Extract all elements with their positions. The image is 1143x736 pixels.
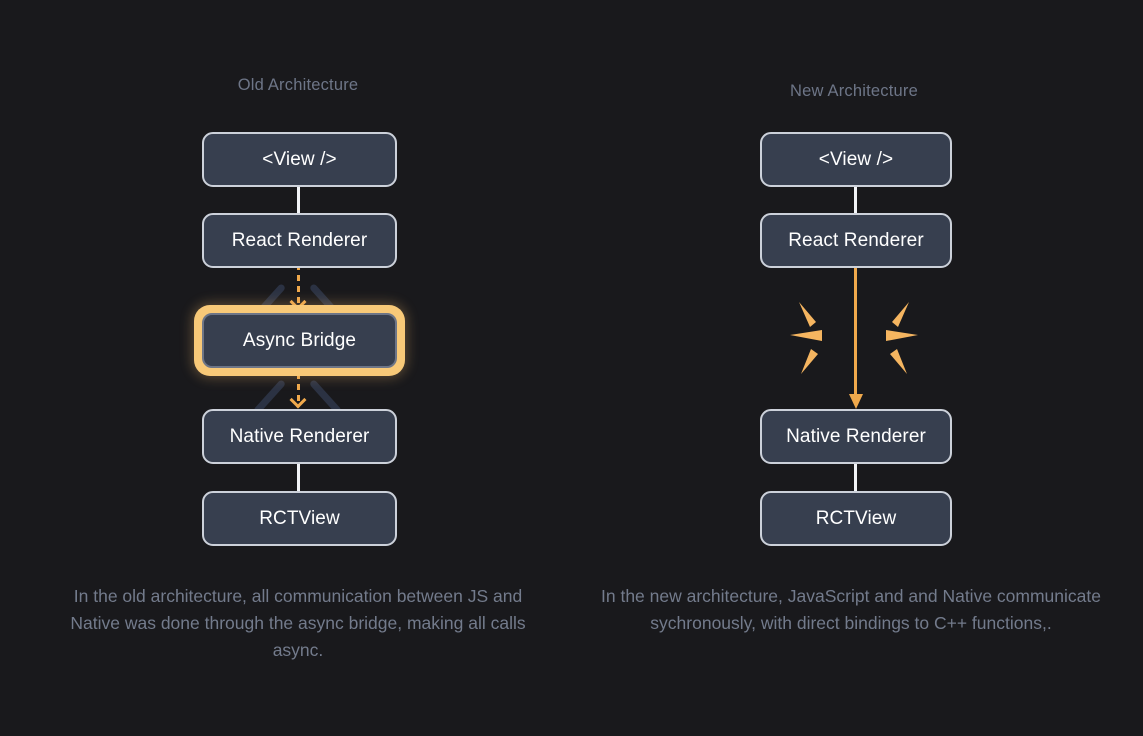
column-new-architecture: New Architecture <View: [594, 0, 1114, 736]
dashed-line: [296, 362, 300, 402]
node-async-bridge-highlight: Async Bridge: [194, 305, 405, 376]
caption-new-architecture: In the new architecture, JavaScript and …: [601, 586, 1101, 633]
node-rctview[interactable]: RCTView: [202, 491, 397, 546]
connector-react-to-bridge: [289, 264, 307, 316]
chevron-down-icon: [289, 391, 307, 409]
node-react-renderer[interactable]: React Renderer: [202, 213, 397, 268]
node-async-bridge[interactable]: Async Bridge: [202, 313, 397, 368]
node-view[interactable]: <View />: [202, 132, 397, 187]
column-title-old: Old Architecture: [237, 76, 359, 94]
connector-view-to-react: [854, 185, 857, 217]
connector-react-to-native: [848, 265, 863, 413]
node-react-renderer[interactable]: React Renderer: [760, 213, 952, 268]
column-old-architecture: Old Architecture <View /> React Renderer…: [38, 0, 558, 736]
dashed-line: [296, 264, 300, 304]
node-native-renderer[interactable]: Native Renderer: [760, 409, 952, 464]
arrow-down-icon: [848, 394, 863, 409]
connector-bridge-to-native: [289, 362, 307, 414]
node-view[interactable]: <View />: [760, 132, 952, 187]
solid-line: [854, 265, 857, 398]
column-title-new: New Architecture: [790, 82, 918, 100]
connector-native-to-rct: [854, 462, 857, 495]
node-rctview[interactable]: RCTView: [760, 491, 952, 546]
node-native-renderer[interactable]: Native Renderer: [202, 409, 397, 464]
connector-view-to-react: [297, 185, 300, 217]
connector-native-to-rct: [297, 462, 300, 495]
caption-old-architecture: In the old architecture, all communicati…: [70, 586, 526, 660]
sparkle-burst-icon: [594, 288, 1114, 388]
